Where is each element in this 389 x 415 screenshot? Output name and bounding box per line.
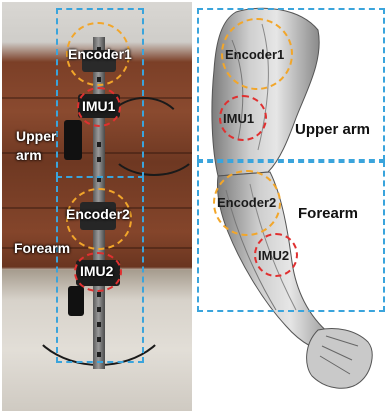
upper-arm-region-box-arm: [197, 8, 385, 161]
encoder1-label-photo: Encoder1: [68, 46, 132, 62]
upper-arm-label-arm: Upper arm: [295, 121, 370, 138]
imu1-label-photo: IMU1: [82, 98, 115, 114]
imu1-label-arm: IMU1: [223, 111, 254, 126]
imu2-label-arm: IMU2: [258, 248, 289, 263]
encoder1-label-arm: Encoder1: [225, 47, 284, 62]
forearm-label-photo: Forearm: [14, 240, 70, 256]
hand-shape: [307, 329, 373, 389]
imu2-label-photo: IMU2: [80, 263, 113, 279]
forearm-label-arm: Forearm: [298, 205, 358, 222]
upper-arm-label-photo: Upper arm: [16, 127, 56, 165]
encoder2-label-photo: Encoder2: [66, 206, 130, 222]
encoder2-label-arm: Encoder2: [217, 195, 276, 210]
